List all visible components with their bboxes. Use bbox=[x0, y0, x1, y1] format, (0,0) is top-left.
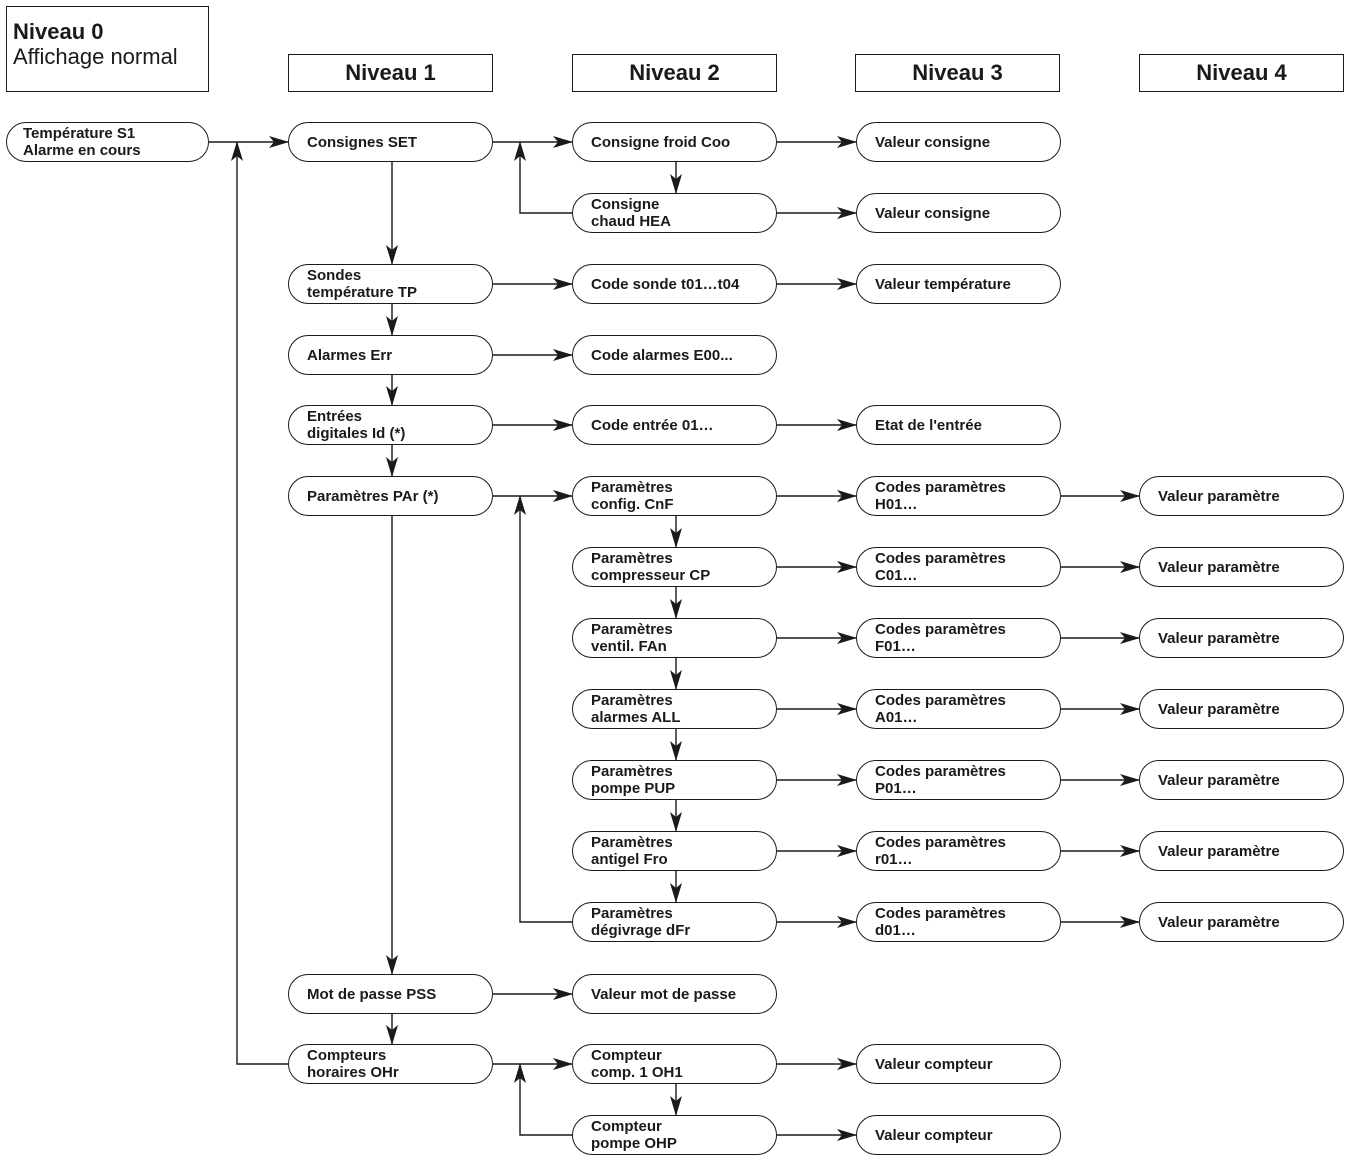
node-valeur-mot-de-passe[interactable]: Valeur mot de passe bbox=[572, 974, 777, 1014]
header-level-2: Niveau 2 bbox=[572, 54, 777, 92]
arrow-return-chaud bbox=[514, 141, 572, 214]
header-level-4: Niveau 4 bbox=[1139, 54, 1344, 92]
node-valeur-param-cnf[interactable]: Valeur paramètre bbox=[1139, 476, 1344, 516]
node-valeur-param-dfr[interactable]: Valeur paramètre bbox=[1139, 902, 1344, 942]
node-compteurs-horaires[interactable]: Compteurs horaires OHr bbox=[288, 1044, 493, 1084]
node-valeur-param-fro[interactable]: Valeur paramètre bbox=[1139, 831, 1344, 871]
node-valeur-consigne-froid[interactable]: Valeur consigne bbox=[856, 122, 1061, 162]
node-root[interactable]: Température S1 Alarme en cours bbox=[6, 122, 209, 162]
level-0-subtitle: Affichage normal bbox=[13, 44, 178, 69]
node-parametres-par[interactable]: Paramètres PAr (*) bbox=[288, 476, 493, 516]
node-codes-p01[interactable]: Codes paramètres P01… bbox=[856, 760, 1061, 800]
node-valeur-compteur-comp1[interactable]: Valeur compteur bbox=[856, 1044, 1061, 1084]
node-compteur-comp1[interactable]: Compteur comp. 1 OH1 bbox=[572, 1044, 777, 1084]
node-codes-h01[interactable]: Codes paramètres H01… bbox=[856, 476, 1061, 516]
node-mot-de-passe[interactable]: Mot de passe PSS bbox=[288, 974, 493, 1014]
node-alarmes-err[interactable]: Alarmes Err bbox=[288, 335, 493, 375]
node-codes-f01[interactable]: Codes paramètres F01… bbox=[856, 618, 1061, 658]
node-code-entree[interactable]: Code entrée 01… bbox=[572, 405, 777, 445]
node-codes-d01[interactable]: Codes paramètres d01… bbox=[856, 902, 1061, 942]
node-consigne-froid[interactable]: Consigne froid Coo bbox=[572, 122, 777, 162]
node-etat-entree[interactable]: Etat de l'entrée bbox=[856, 405, 1061, 445]
level-0-box: Niveau 0 Affichage normal bbox=[6, 6, 209, 92]
node-valeur-param-fan[interactable]: Valeur paramètre bbox=[1139, 618, 1344, 658]
node-param-ventil-fan[interactable]: Paramètres ventil. FAn bbox=[572, 618, 777, 658]
node-param-antigel-fro[interactable]: Paramètres antigel Fro bbox=[572, 831, 777, 871]
node-consigne-chaud[interactable]: Consigne chaud HEA bbox=[572, 193, 777, 233]
arrow-return-compteur-pompe bbox=[514, 1063, 572, 1136]
node-valeur-param-cp[interactable]: Valeur paramètre bbox=[1139, 547, 1344, 587]
level-0-title: Niveau 0 bbox=[13, 19, 104, 44]
node-entrees-digitales[interactable]: Entrées digitales Id (*) bbox=[288, 405, 493, 445]
node-param-config-cnf[interactable]: Paramètres config. CnF bbox=[572, 476, 777, 516]
node-codes-c01[interactable]: Codes paramètres C01… bbox=[856, 547, 1061, 587]
node-sondes-temperature[interactable]: Sondes température TP bbox=[288, 264, 493, 304]
arrow-return-to-root bbox=[231, 141, 288, 1065]
node-param-degivrage-dfr[interactable]: Paramètres dégivrage dFr bbox=[572, 902, 777, 942]
node-valeur-param-all[interactable]: Valeur paramètre bbox=[1139, 689, 1344, 729]
node-codes-a01[interactable]: Codes paramètres A01… bbox=[856, 689, 1061, 729]
header-level-1: Niveau 1 bbox=[288, 54, 493, 92]
node-valeur-param-pup[interactable]: Valeur paramètre bbox=[1139, 760, 1344, 800]
node-param-pompe-pup[interactable]: Paramètres pompe PUP bbox=[572, 760, 777, 800]
node-code-alarmes[interactable]: Code alarmes E00... bbox=[572, 335, 777, 375]
node-code-sonde[interactable]: Code sonde t01…t04 bbox=[572, 264, 777, 304]
node-codes-r01[interactable]: Codes paramètres r01… bbox=[856, 831, 1061, 871]
node-param-alarmes-all[interactable]: Paramètres alarmes ALL bbox=[572, 689, 777, 729]
header-level-3: Niveau 3 bbox=[855, 54, 1060, 92]
node-consignes-set[interactable]: Consignes SET bbox=[288, 122, 493, 162]
node-valeur-temperature[interactable]: Valeur température bbox=[856, 264, 1061, 304]
node-valeur-consigne-chaud[interactable]: Valeur consigne bbox=[856, 193, 1061, 233]
node-param-compresseur-cp[interactable]: Paramètres compresseur CP bbox=[572, 547, 777, 587]
node-valeur-compteur-pompe[interactable]: Valeur compteur bbox=[856, 1115, 1061, 1155]
node-compteur-pompe[interactable]: Compteur pompe OHP bbox=[572, 1115, 777, 1155]
arrow-return-degivrage bbox=[514, 495, 572, 923]
